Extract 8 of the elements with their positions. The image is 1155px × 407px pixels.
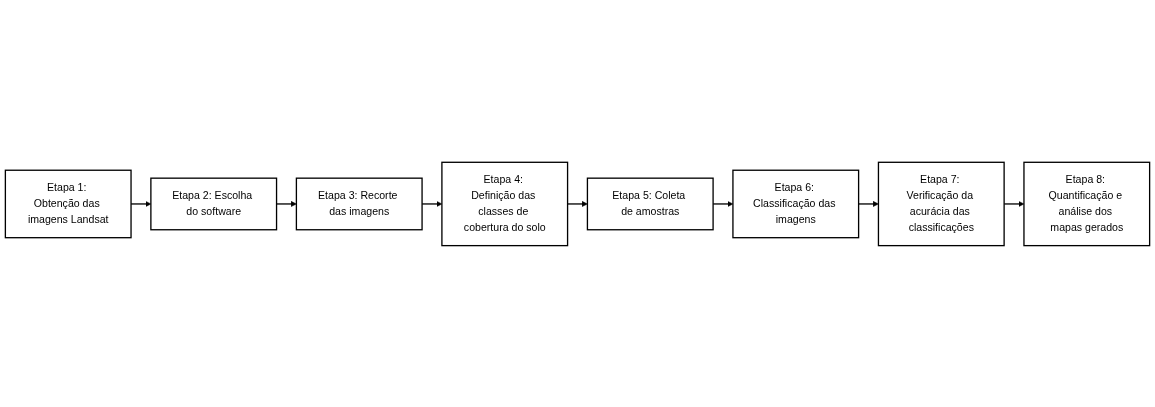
node-box: Etapa 5: Coleta de amostras xyxy=(586,177,714,230)
node-box: Etapa 4: Definição das classes de cobertura do solo xyxy=(441,161,569,246)
node-box: Etapa 6: Classificação das imagens xyxy=(732,169,860,238)
node-box: Etapa 7: Verificação da acurácia das classificações xyxy=(877,161,1005,246)
node-box: Etapa 2: Escolha do software xyxy=(150,177,278,230)
node-box: Etapa 3: Recorte das imagens xyxy=(295,177,423,230)
node-box: Etapa 1: Obtenção das imagens Landsat xyxy=(4,169,132,238)
node-box: Etapa 8: Quantificação e análise dos mapas gerados xyxy=(1023,161,1151,246)
